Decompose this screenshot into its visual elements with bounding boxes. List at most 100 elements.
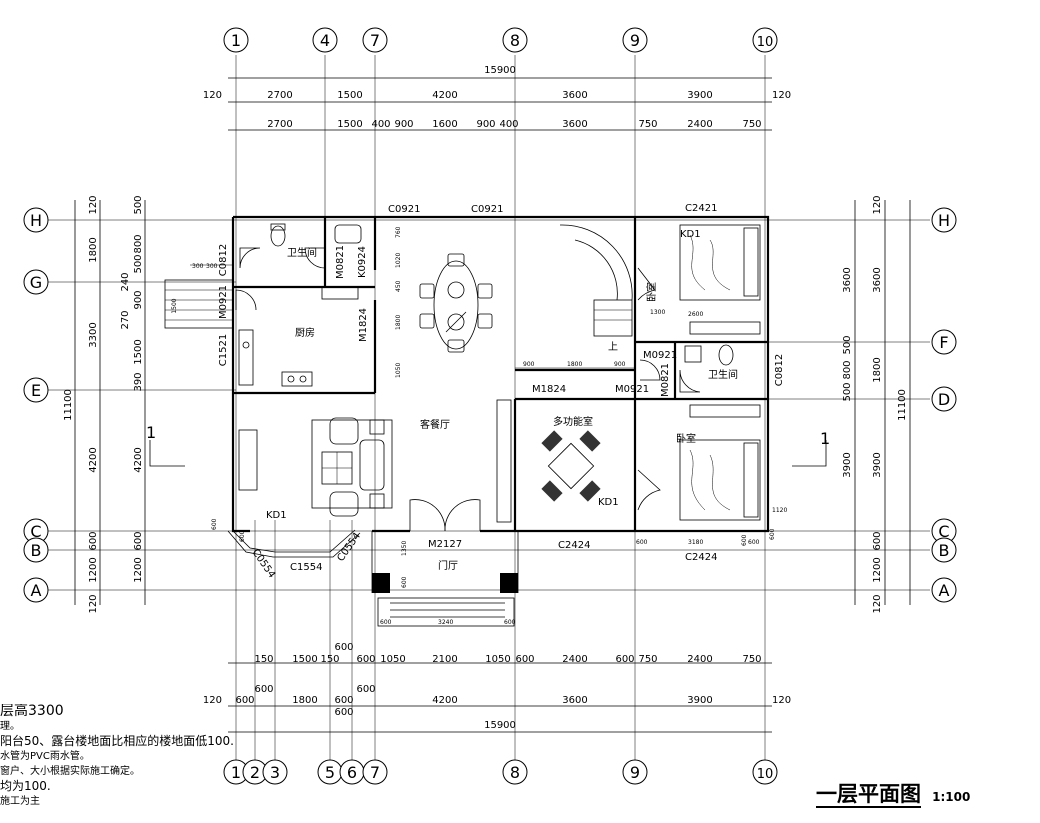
svg-text:150: 150 [320, 654, 339, 665]
svg-text:900: 900 [133, 290, 144, 309]
svg-text:3600: 3600 [562, 695, 587, 706]
svg-text:2700: 2700 [267, 90, 292, 101]
room-kitchen: 厨房 [295, 326, 315, 339]
design-notes: 层高3300 理。 阳台50、露台楼地面比相应的楼地面低100. 水管为PVC雨… [0, 704, 240, 809]
note-line: 均为100. [0, 779, 51, 793]
room-foyer: 门厅 [438, 559, 458, 572]
svg-text:800: 800 [133, 234, 144, 253]
axis-bubble-top-10: 10 [752, 27, 778, 53]
svg-text:500: 500 [133, 195, 144, 214]
svg-text:600: 600 [334, 707, 353, 718]
room-bath1: 卫生间 [287, 246, 317, 259]
svg-text:H: H [938, 211, 950, 230]
room-bed2: 卧室 [676, 432, 696, 445]
section-marks: 1 1 [146, 423, 830, 467]
svg-text:1: 1 [231, 31, 241, 50]
axis-bubble-bottom-3: 3 [262, 759, 288, 785]
svg-text:1120: 1120 [772, 507, 787, 514]
note-line: 层高3300 [0, 704, 64, 719]
axis-bubble-right-C: C [931, 518, 957, 544]
axis-bubble-left-C: C [23, 518, 49, 544]
svg-text:600: 600 [334, 642, 353, 653]
svg-text:K0924: K0924 [357, 246, 368, 278]
note-line: 水管为PVC雨水管。 [0, 751, 90, 762]
svg-text:120: 120 [772, 90, 791, 101]
svg-text:600: 600 [235, 695, 254, 706]
svg-text:5: 5 [325, 763, 335, 782]
svg-text:1200: 1200 [872, 557, 883, 582]
svg-text:C0812: C0812 [774, 354, 785, 386]
svg-text:600: 600 [356, 684, 375, 695]
svg-text:1350: 1350 [401, 541, 408, 556]
axis-bubble-left-H: H [23, 207, 49, 233]
svg-text:C2424: C2424 [558, 540, 590, 551]
note-line: 阳台50、露台楼地面比相应的楼地面低100. [0, 734, 234, 748]
svg-text:600: 600 [356, 654, 375, 665]
svg-text:3180: 3180 [688, 539, 703, 546]
svg-text:G: G [30, 273, 42, 292]
svg-text:500: 500 [842, 382, 853, 401]
svg-text:600: 600 [872, 531, 883, 550]
room-bath2: 卫生间 [708, 368, 738, 381]
axis-bubble-bottom-10: 10 [752, 759, 778, 785]
svg-text:750: 750 [742, 119, 761, 130]
axis-bubble-left-A: A [23, 577, 49, 603]
axis-bubble-right-F: F [931, 329, 957, 355]
svg-text:C0812: C0812 [218, 244, 229, 276]
svg-text:1800: 1800 [88, 237, 99, 262]
axis-bubble-left-E: E [23, 377, 49, 403]
drawing-scale: 1:100 [932, 790, 971, 804]
svg-text:120: 120 [203, 90, 222, 101]
room-labels: 卫生间 厨房 客餐厅 多功能室 卧室 卫生间 卧室 门厅 上 [287, 246, 738, 572]
svg-text:600: 600 [254, 684, 273, 695]
axis-bubbles-top: 1 4 7 8 9 10 [223, 27, 778, 53]
axis-bubble-bottom-8: 8 [502, 759, 528, 785]
axis-bubble-right-A: A [931, 577, 957, 603]
svg-text:15900: 15900 [484, 65, 516, 76]
svg-text:120: 120 [88, 594, 99, 613]
svg-text:4: 4 [320, 31, 330, 50]
svg-text:600: 600 [88, 531, 99, 550]
svg-text:KD1: KD1 [598, 497, 619, 508]
svg-text:M0921: M0921 [615, 384, 649, 395]
svg-text:1800: 1800 [395, 315, 402, 330]
svg-text:1600: 1600 [432, 119, 457, 130]
svg-text:500: 500 [842, 335, 853, 354]
axis-bubbles-right: H F D C B A [931, 207, 957, 603]
svg-text:760: 760 [395, 226, 402, 238]
svg-text:120: 120 [88, 195, 99, 214]
axis-bubble-bottom-5: 5 [317, 759, 343, 785]
svg-text:8: 8 [510, 31, 520, 50]
svg-text:1500: 1500 [337, 90, 362, 101]
svg-text:750: 750 [742, 654, 761, 665]
svg-text:1050: 1050 [485, 654, 510, 665]
svg-text:600: 600 [401, 576, 408, 588]
svg-text:1: 1 [231, 763, 241, 782]
axis-bubble-top-9: 9 [622, 27, 648, 53]
svg-text:900: 900 [394, 119, 413, 130]
svg-text:600: 600 [636, 539, 648, 546]
axis-bubbles-bottom: 1 2 3 5 6 7 8 9 10 [223, 759, 778, 785]
svg-text:C2421: C2421 [685, 203, 717, 214]
svg-text:M0921: M0921 [643, 350, 677, 361]
svg-text:3240: 3240 [438, 619, 453, 626]
axis-bubble-top-8: 8 [502, 27, 528, 53]
svg-text:2400: 2400 [687, 119, 712, 130]
svg-text:3600: 3600 [872, 267, 883, 292]
stair-up-label: 上 [608, 341, 618, 353]
axis-bubble-top-7: 7 [362, 27, 388, 53]
svg-text:1: 1 [820, 429, 830, 448]
svg-text:600: 600 [769, 528, 776, 540]
svg-text:600: 600 [748, 539, 760, 546]
svg-text:C0554: C0554 [335, 531, 363, 564]
axis-bubble-top-1: 1 [223, 27, 249, 53]
svg-text:C0921: C0921 [388, 204, 420, 215]
axis-bubble-right-H: H [931, 207, 957, 233]
svg-text:3900: 3900 [872, 452, 883, 477]
svg-text:1050: 1050 [395, 363, 402, 378]
axis-bubbles-left: H G E C B A [23, 207, 49, 603]
bottom-dimensions: 150 1500 150 600 1050 2100 1050 600 2400… [203, 642, 791, 733]
svg-text:C0554: C0554 [250, 547, 278, 580]
svg-text:M0821: M0821 [660, 363, 671, 397]
svg-text:1800: 1800 [292, 695, 317, 706]
